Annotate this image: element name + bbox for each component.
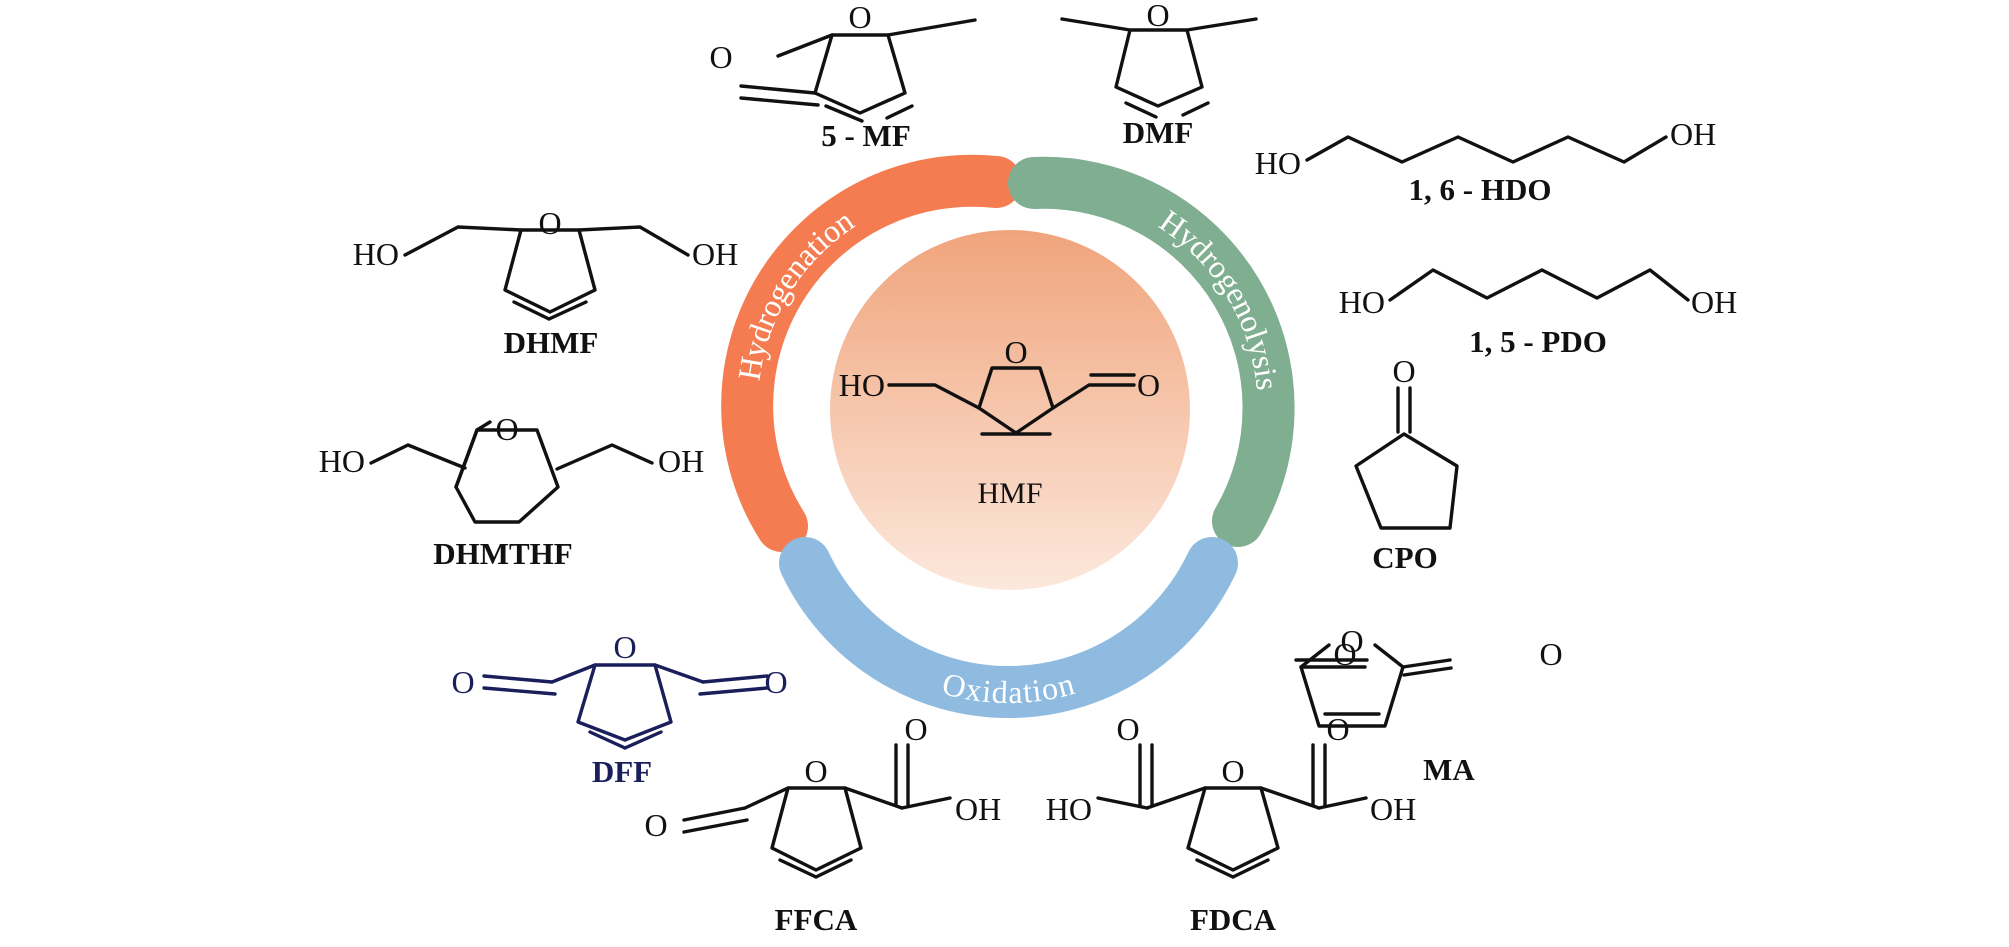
svg-text:HO: HO xyxy=(1255,145,1301,181)
compound-fdca-label: FDCA xyxy=(1190,902,1277,937)
svg-text:O: O xyxy=(1333,636,1356,672)
svg-text:O: O xyxy=(1326,711,1349,747)
oxidation-arc xyxy=(779,537,1238,718)
compound-ffca: O O O OH FFCA xyxy=(644,711,1001,937)
compound-16-hdo-label: 1, 6 - HDO xyxy=(1409,172,1552,207)
compound-5mf: O O 5 - MF xyxy=(709,0,977,153)
svg-text:O: O xyxy=(709,39,732,75)
svg-text:O: O xyxy=(538,205,561,241)
svg-text:O: O xyxy=(1539,636,1562,672)
hmf-label: HMF xyxy=(977,477,1042,510)
svg-text:HO: HO xyxy=(319,443,365,479)
svg-text:HO: HO xyxy=(839,367,885,403)
svg-text:O: O xyxy=(1146,0,1169,33)
compound-15-pdo: HO OH 1, 5 - PDO xyxy=(1339,268,1737,359)
svg-text:O: O xyxy=(1004,334,1027,370)
compound-dff: O O O DFF xyxy=(451,629,787,789)
compound-fdca: O O O HO OH FDCA xyxy=(1046,711,1416,937)
compound-ffca-label: FFCA xyxy=(775,902,858,937)
svg-text:O: O xyxy=(904,711,927,747)
center-circle xyxy=(830,230,1190,590)
compound-dmf: O DMF xyxy=(1060,0,1258,150)
compound-cpo-label: CPO xyxy=(1372,540,1437,575)
svg-text:OH: OH xyxy=(1670,116,1716,152)
svg-text:OH: OH xyxy=(658,443,704,479)
compound-dhmf: O HO OH DHMF xyxy=(353,205,738,360)
compound-ma-label: MA xyxy=(1423,752,1475,787)
svg-text:OH: OH xyxy=(1370,791,1416,827)
svg-text:O: O xyxy=(451,664,474,700)
svg-text:O: O xyxy=(1116,711,1139,747)
svg-text:OH: OH xyxy=(955,791,1001,827)
svg-text:HO: HO xyxy=(1339,284,1385,320)
svg-text:OH: OH xyxy=(692,236,738,272)
compound-dff-label: DFF xyxy=(592,754,652,789)
svg-text:OH: OH xyxy=(1691,284,1737,320)
svg-text:HO: HO xyxy=(1046,791,1092,827)
hmf-structure: O HO O HMF xyxy=(839,334,1160,510)
compound-cpo: O CPO xyxy=(1354,353,1459,575)
compound-ma: O O O MA xyxy=(1294,623,1563,787)
compound-dhmf-label: DHMF xyxy=(504,325,599,360)
svg-text:O: O xyxy=(1137,367,1160,403)
hydrogenation-arc xyxy=(721,154,1022,552)
compound-dmf-label: DMF xyxy=(1123,115,1194,150)
svg-text:HO: HO xyxy=(353,236,399,272)
compound-15-pdo-label: 1, 5 - PDO xyxy=(1469,324,1607,359)
svg-text:O: O xyxy=(1340,623,1363,659)
svg-text:O: O xyxy=(848,0,871,35)
hydrogenolysis-arc xyxy=(1008,156,1295,547)
compound-dhmthf: O HO OH DHMTHF xyxy=(319,411,704,571)
compound-16-hdo: HO OH 1, 6 - HDO xyxy=(1255,116,1716,207)
svg-text:O: O xyxy=(644,807,667,843)
svg-text:O: O xyxy=(1221,753,1244,789)
compound-dhmthf-label: DHMTHF xyxy=(433,536,573,571)
svg-text:O: O xyxy=(1392,353,1415,389)
svg-text:O: O xyxy=(495,411,518,447)
svg-text:O: O xyxy=(764,664,787,700)
compound-5mf-label: 5 - MF xyxy=(821,118,911,153)
svg-text:O: O xyxy=(613,629,636,665)
svg-text:O: O xyxy=(804,753,827,789)
